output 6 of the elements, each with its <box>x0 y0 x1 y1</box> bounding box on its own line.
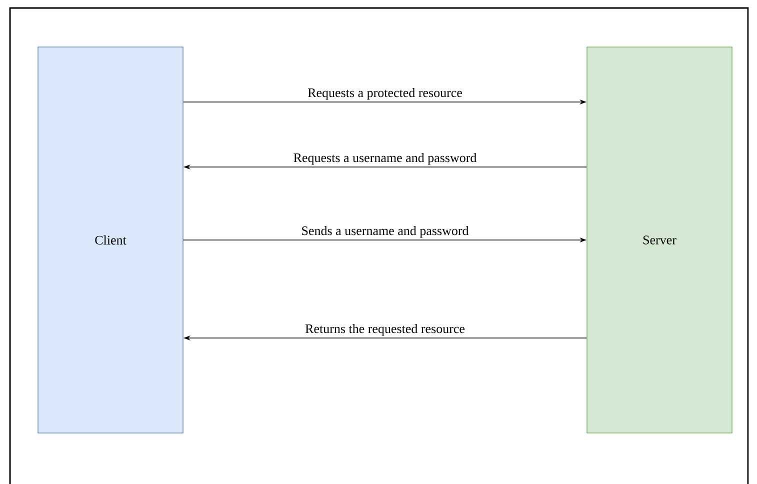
box: Client <box>38 46 184 434</box>
box: Server <box>586 46 732 434</box>
edge-label: Requests a username and password <box>292 152 478 166</box>
edge-label: Returns the requested resource <box>304 323 466 337</box>
edge-label: Sends a username and password <box>300 225 470 239</box>
edge-label: Requests a protected resource <box>306 87 464 101</box>
